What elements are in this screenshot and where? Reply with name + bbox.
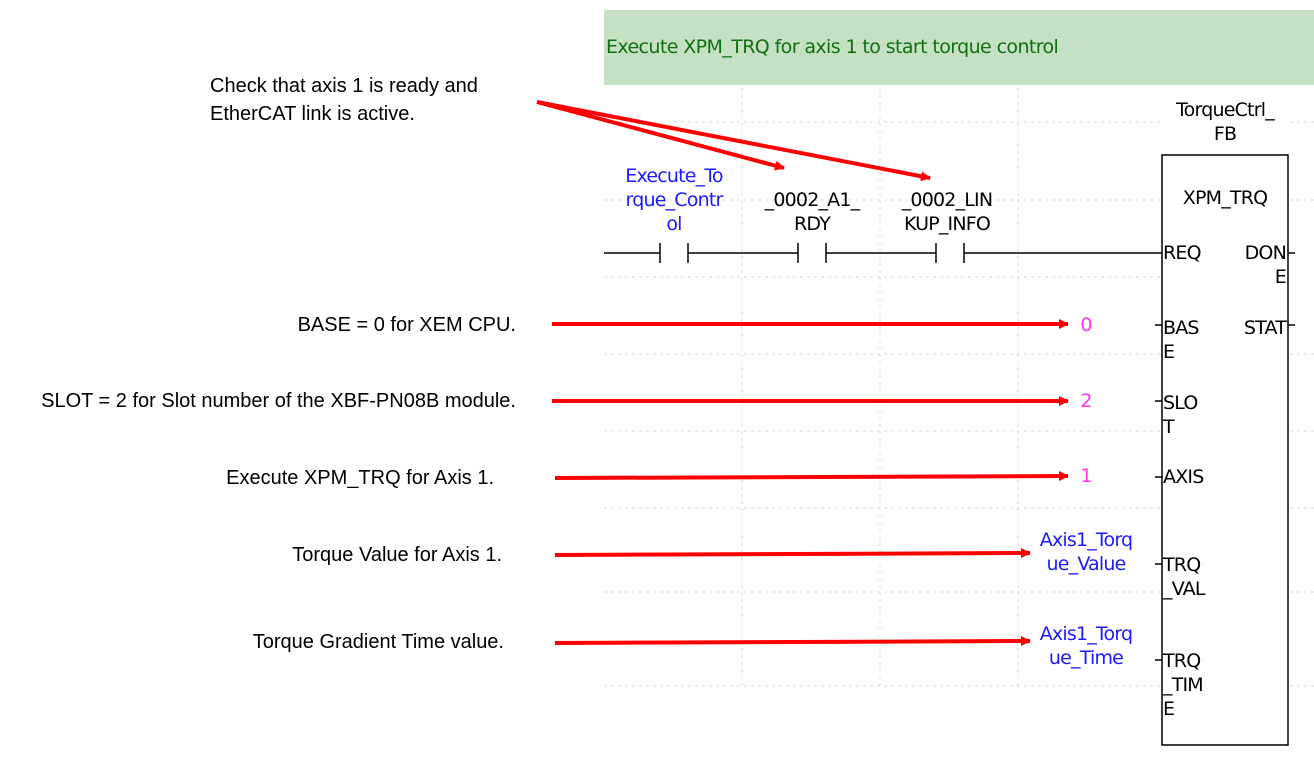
slot-value: 2 — [1080, 390, 1092, 412]
annotation-ready-check-line-2: EtherCAT link is active. — [210, 103, 415, 125]
fb-pin-base: BAS E — [1163, 317, 1199, 363]
fb-pin-axis: AXIS — [1163, 466, 1204, 488]
contact-execute-label-line: Execute_To — [625, 165, 723, 187]
annotation-slot: SLOT = 2 for Slot number of the XBF-PN08… — [41, 390, 516, 412]
annotation-ready-check: Check that axis 1 is ready and EtherCAT … — [210, 72, 478, 128]
fb-type-name: XPM_TRQ — [1182, 187, 1268, 209]
arrow-to-axis-value — [554, 471, 1069, 482]
fb-instance-name-line: FB — [1213, 123, 1237, 145]
fb-pin-trq-val: TRQ _VAL — [1163, 554, 1205, 600]
annotation-torque-value: Torque Value for Axis 1. — [292, 544, 502, 566]
torque-value-variable: Axis1_Torq ue_Value — [1026, 528, 1146, 576]
contact-link-info-label-line: KUP_INFO — [903, 213, 991, 235]
torque-value-variable-line: ue_Value — [1046, 553, 1126, 575]
fb-pin-req: REQ — [1163, 242, 1202, 264]
arrow-to-link-info-contact — [536, 100, 931, 182]
arrow-to-torque-time — [554, 636, 1031, 647]
fb-instance-name-line: TorqueCtrl_ — [1176, 99, 1275, 121]
rung-comment-bar — [604, 10, 1314, 85]
contact-axis-ready-label-line: _0002_A1_ — [764, 189, 861, 211]
annotation-torque-time: Torque Gradient Time value. — [252, 631, 504, 653]
contact-execute-label-line: rque_Contr — [625, 189, 724, 211]
rung-comment: Execute XPM_TRQ for axis 1 to start torq… — [606, 36, 1059, 58]
base-value: 0 — [1080, 314, 1092, 336]
function-block-box — [1161, 154, 1289, 746]
fb-pin-slot: SLO T — [1163, 392, 1198, 438]
annotation-base: BASE = 0 for XEM CPU. — [297, 314, 516, 336]
contact-axis-ready-label-line: RDY — [794, 213, 831, 235]
fb-pin-stat: STAT — [1243, 317, 1287, 339]
input-pin-stubs — [1155, 324, 1162, 661]
contact-execute-label-line: ol — [666, 213, 682, 235]
annotation-axis: Execute XPM_TRQ for Axis 1. — [226, 467, 494, 489]
contact-axis-ready-label: _0002_A1_ RDY — [752, 188, 872, 236]
torque-time-variable: Axis1_Torq ue_Time — [1026, 622, 1146, 670]
contact-link-info-label: _0002_LIN KUP_INFO — [887, 188, 1007, 236]
axis-value: 1 — [1080, 465, 1092, 487]
contact-link-info-label-line: _0002_LIN — [901, 189, 993, 211]
arrow-to-torque-value — [554, 548, 1031, 559]
arrow-to-axis-ready-contact — [536, 100, 785, 171]
fb-instance-name: TorqueCtrl_ FB — [1160, 98, 1290, 146]
contact-execute-label: Execute_To rque_Contr ol — [614, 164, 734, 236]
annotation-ready-check-line-1: Check that axis 1 is ready and — [210, 75, 478, 97]
ladder-grid — [604, 88, 1314, 690]
fb-pin-done: DON E — [1244, 242, 1287, 288]
output-pin-stubs — [1288, 252, 1295, 326]
torque-time-variable-line: ue_Time — [1048, 647, 1124, 669]
torque-value-variable-line: Axis1_Torq — [1039, 529, 1133, 551]
fb-pin-trq-time: TRQ _TIM E — [1163, 650, 1204, 720]
torque-time-variable-line: Axis1_Torq — [1039, 623, 1133, 645]
